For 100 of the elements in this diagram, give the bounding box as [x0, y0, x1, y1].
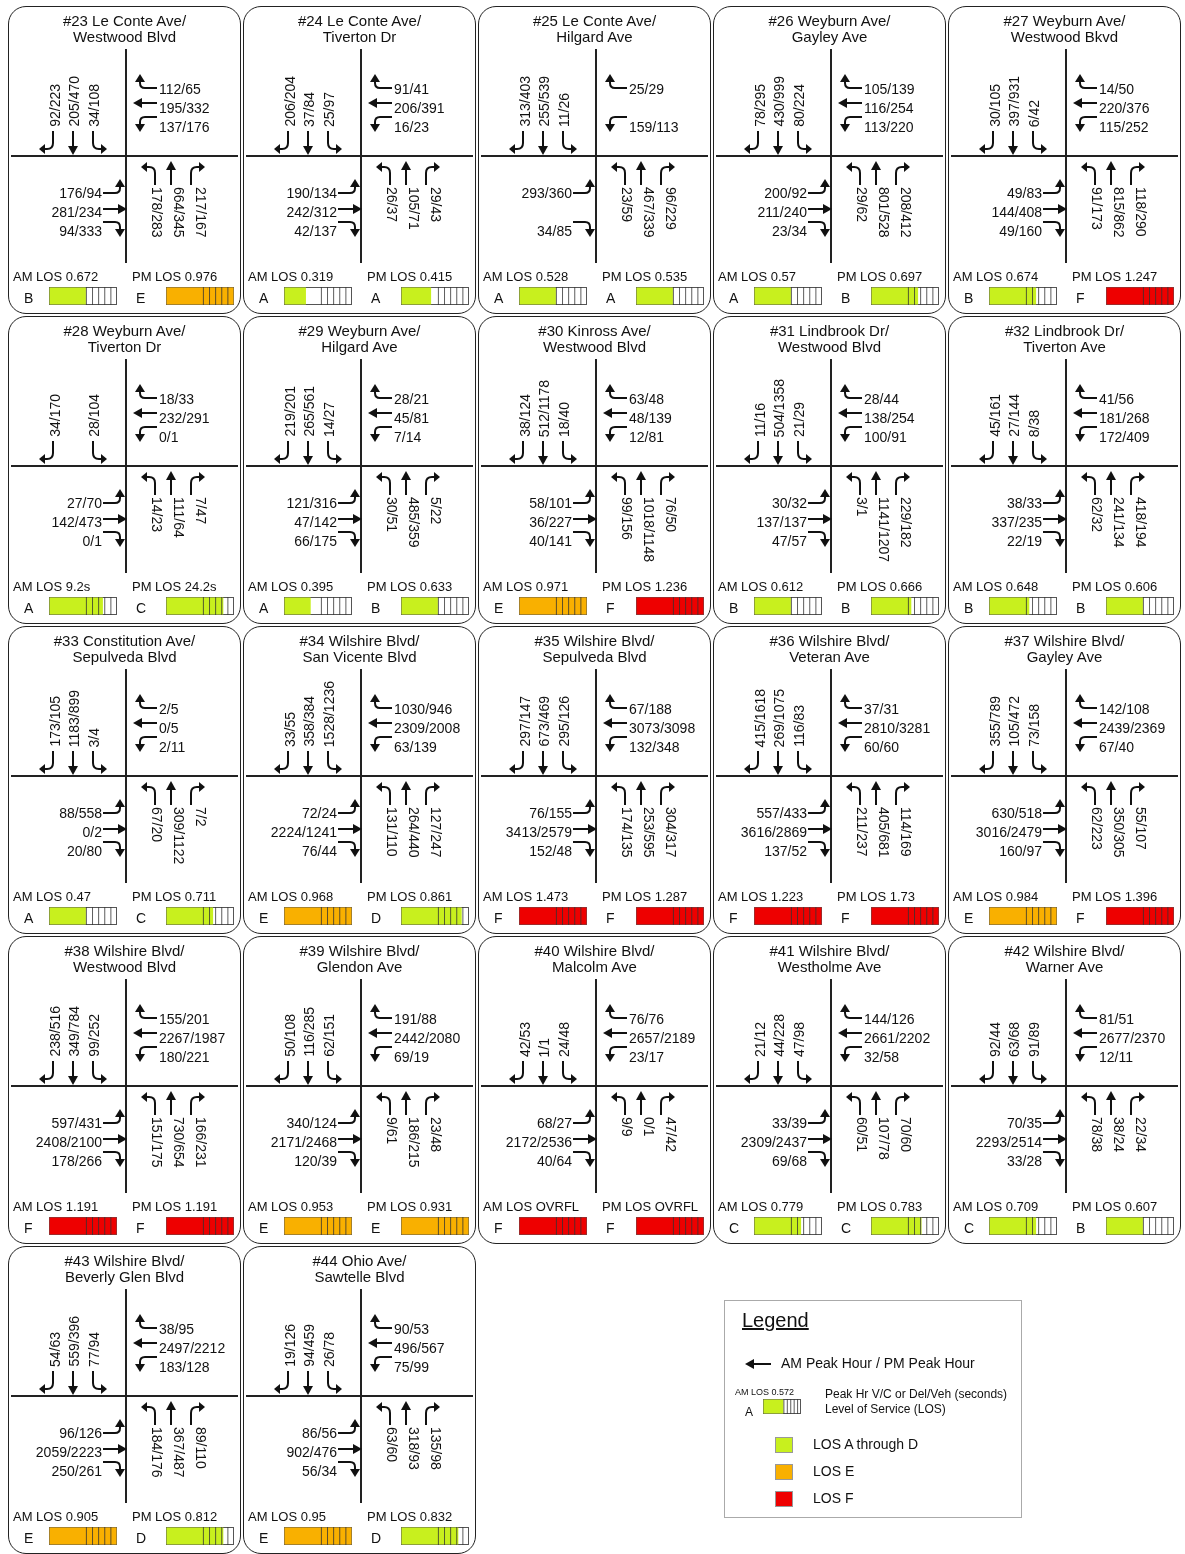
- volume-label: 113/220: [864, 119, 914, 135]
- volume-label: 21/29: [791, 401, 807, 437]
- volume-label: 67/20: [149, 807, 165, 843]
- volume-label: 405/681: [876, 807, 892, 858]
- intersection-title: #28 Weyburn Ave/ Tiverton Dr: [62, 323, 187, 355]
- los-value: PM LOS 0.697: [837, 269, 923, 284]
- volume-label: 91/173: [1089, 187, 1105, 230]
- volume-label: 22/34: [1133, 1117, 1149, 1153]
- intersection-panel: [8, 316, 241, 624]
- volume-label: 2408/2100: [35, 1134, 102, 1150]
- volume-label: 41/56: [1099, 391, 1135, 407]
- volume-label: 152/48: [529, 843, 572, 859]
- los-grade: B: [729, 600, 739, 616]
- los-value: PM LOS 0.711: [132, 889, 217, 904]
- los-value: PM LOS 0.812: [132, 1509, 218, 1524]
- volume-label: 63/48: [629, 391, 665, 407]
- volume-label: 206/204: [282, 76, 298, 127]
- volume-label: 160/97: [999, 843, 1042, 859]
- intersection-panel: [948, 6, 1181, 314]
- volume-label: 512/1178: [536, 379, 552, 437]
- los-value: PM LOS 0.783: [837, 1199, 923, 1214]
- los-value: PM LOS 0.535: [602, 269, 688, 284]
- intersection-panel: [948, 936, 1181, 1244]
- los-value: AM LOS OVRFL: [483, 1199, 580, 1214]
- volume-label: 2171/2468: [270, 1134, 337, 1150]
- los-grade: A: [371, 290, 381, 306]
- intersection-panel: [478, 936, 711, 1244]
- volume-label: 2497/2212: [159, 1340, 226, 1356]
- volume-label: 63/60: [384, 1427, 400, 1463]
- volume-label: 63/139: [394, 739, 437, 755]
- volume-label: 12/81: [629, 429, 665, 445]
- volume-label: 295/126: [556, 696, 572, 747]
- volume-label: 30/32: [771, 495, 807, 511]
- intersection-panel: [478, 316, 711, 624]
- volume-label: 70/60: [898, 1117, 914, 1153]
- volume-label: 26/78: [321, 1331, 337, 1367]
- volume-label: 430/999: [771, 76, 787, 127]
- los-grade: E: [494, 600, 504, 616]
- intersection-title: #33 Constitution Ave/ Sepulveda Blvd: [52, 633, 197, 665]
- los-grade: E: [136, 290, 146, 306]
- los-grade: C: [841, 1220, 852, 1236]
- los-grade: A: [606, 290, 616, 306]
- volume-label: 730/654: [171, 1117, 187, 1168]
- volume-label: 49/160: [999, 223, 1042, 239]
- volume-label: 3/4: [86, 727, 102, 747]
- volume-label: 49/83: [1006, 185, 1042, 201]
- volume-label: 183/128: [159, 1359, 210, 1375]
- volume-label: 2/11: [159, 739, 186, 755]
- volume-label: 45/81: [394, 410, 430, 426]
- volume-label: 78/295: [752, 84, 768, 127]
- volume-label: 313/403: [517, 76, 533, 127]
- volume-label: 242/312: [286, 204, 337, 220]
- volume-label: 3616/2869: [740, 824, 807, 840]
- volume-label: 73/158: [1026, 704, 1042, 747]
- volume-label: 9/9: [619, 1117, 635, 1137]
- intersection-panel: [243, 6, 476, 314]
- volume-label: 32/58: [864, 1049, 900, 1065]
- volume-label: 217/167: [193, 187, 209, 238]
- los-value: PM LOS 1.236: [602, 579, 688, 594]
- volume-label: 47/142: [294, 514, 337, 530]
- intersection-title: #26 Weyburn Ave/ Gayley Ave: [767, 13, 892, 45]
- volume-label: 902/476: [286, 1444, 337, 1460]
- intersection-title: #27 Weyburn Ave/ Westwood Bkvd: [1002, 13, 1127, 45]
- volume-label: 269/1075: [771, 688, 787, 747]
- volume-label: 151/175: [149, 1117, 165, 1168]
- volume-label: 23/59: [619, 187, 635, 223]
- volume-label: 91/41: [394, 81, 430, 97]
- volume-label: 220/376: [1099, 100, 1150, 116]
- los-grade: D: [136, 1530, 147, 1546]
- volume-label: 105/139: [864, 81, 915, 97]
- los-value: PM LOS 0.607: [1072, 1199, 1158, 1214]
- volume-label: 112/65: [159, 81, 201, 97]
- los-grade: B: [841, 600, 851, 616]
- intersection-title: #44 Ohio Ave/ Sawtelle Blvd: [311, 1253, 408, 1285]
- volume-label: 92/223: [47, 84, 63, 127]
- volume-label: 180/221: [159, 1049, 210, 1065]
- volume-label: 3413/2579: [505, 824, 572, 840]
- legend-title: Legend: [742, 1309, 809, 1332]
- los-grade: F: [606, 910, 615, 926]
- volume-label: 2309/2008: [394, 720, 461, 736]
- los-value: PM LOS OVRFL: [602, 1199, 699, 1214]
- los-grade: B: [1076, 1220, 1086, 1236]
- volume-label: 34/170: [47, 394, 63, 437]
- volume-label: 0/2: [82, 824, 102, 840]
- volume-label: 127/247: [428, 807, 444, 858]
- los-value: AM LOS 0.953: [248, 1199, 334, 1214]
- volume-label: 2442/2080: [394, 1030, 461, 1046]
- volume-label: 25/29: [629, 81, 665, 97]
- intersection-title: #38 Wilshire Blvd/ Westwood Blvd: [63, 943, 186, 975]
- volume-label: 172/409: [1099, 429, 1150, 445]
- volume-label: 68/27: [536, 1115, 572, 1131]
- los-value: AM LOS 0.57: [718, 269, 797, 284]
- volume-label: 5/22: [428, 497, 444, 525]
- los-grade: F: [494, 910, 503, 926]
- volume-label: 205/470: [66, 76, 82, 127]
- los-value: AM LOS 1.191: [13, 1199, 99, 1214]
- volume-label: 18/33: [159, 391, 195, 407]
- volume-label: 255/539: [536, 76, 552, 127]
- volume-label: 107/78: [876, 1117, 892, 1160]
- volume-label: 142/473: [51, 514, 102, 530]
